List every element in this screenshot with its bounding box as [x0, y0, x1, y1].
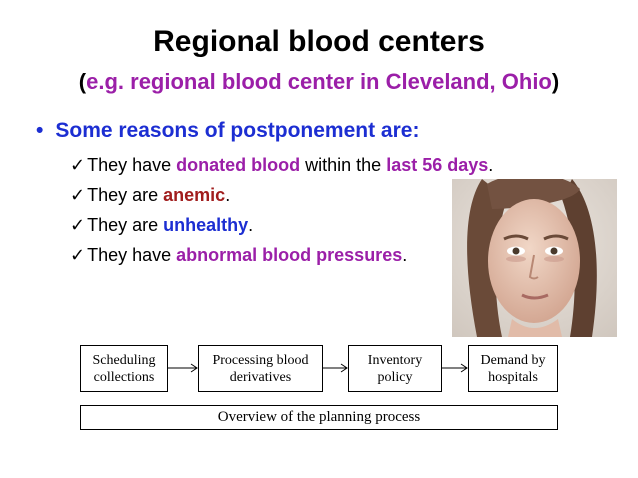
checkmark-icon: ✓	[70, 245, 86, 266]
highlight-unhealthy: unhealthy	[163, 215, 249, 235]
highlight-anemic: anemic	[163, 185, 226, 205]
check-text: .	[402, 245, 408, 265]
check-list: ✓They have donated blood within the last…	[70, 150, 493, 270]
box-label: Scheduling	[92, 352, 156, 368]
check-item-unhealthy: ✓They are unhealthy.	[70, 210, 493, 240]
box-label: Inventory	[367, 352, 423, 368]
check-text: .	[225, 185, 231, 205]
checkmark-icon: ✓	[70, 155, 86, 176]
check-text: .	[488, 155, 494, 175]
check-text: They are	[87, 185, 164, 205]
subtitle-close-paren: )	[551, 69, 560, 94]
arrow-head-icon	[340, 363, 348, 373]
planning-process-caption: Overview of the planning process	[80, 405, 558, 430]
slide-subtitle: (e.g. regional blood center in Cleveland…	[0, 68, 638, 96]
check-item-blood-pressure: ✓They have abnormal blood pressures.	[70, 240, 493, 270]
box-label: Processing blood	[212, 352, 309, 368]
check-text: .	[248, 215, 254, 235]
box-label: derivatives	[229, 369, 292, 385]
arrow-head-icon	[190, 363, 198, 373]
check-text: They are	[87, 215, 164, 235]
check-item-donated: ✓They have donated blood within the last…	[70, 150, 493, 180]
check-text: They have	[87, 245, 177, 265]
checkmark-icon: ✓	[70, 185, 86, 206]
bullet-marker: •	[36, 119, 44, 142]
checkmark-icon: ✓	[70, 215, 86, 236]
check-text: They have	[87, 155, 177, 175]
bullet-text: Some reasons of postponement are:	[55, 119, 420, 142]
box-label: Demand by	[480, 352, 546, 368]
slide-title: Regional blood centers	[153, 25, 485, 58]
bullet-heading: • Some reasons of postponement are:	[36, 117, 419, 145]
box-label: hospitals	[488, 369, 538, 385]
highlight-last-56-days: last 56 days	[386, 155, 489, 175]
box-label: collections	[93, 369, 155, 385]
caption-text: Overview of the planning process	[217, 409, 421, 425]
check-text: within the	[300, 155, 387, 175]
highlight-abnormal-blood-pressures: abnormal blood pressures	[176, 245, 403, 265]
arrow-head-icon	[460, 363, 468, 373]
highlight-donated-blood: donated blood	[176, 155, 301, 175]
box-label: policy	[377, 369, 413, 385]
patient-photo	[452, 179, 617, 337]
check-item-anemic: ✓They are anemic.	[70, 180, 493, 210]
subtitle-open-paren: (	[78, 69, 87, 94]
subtitle-highlight: e.g. regional blood center in Cleveland,…	[86, 69, 552, 94]
patient-face-illustration	[452, 179, 617, 337]
